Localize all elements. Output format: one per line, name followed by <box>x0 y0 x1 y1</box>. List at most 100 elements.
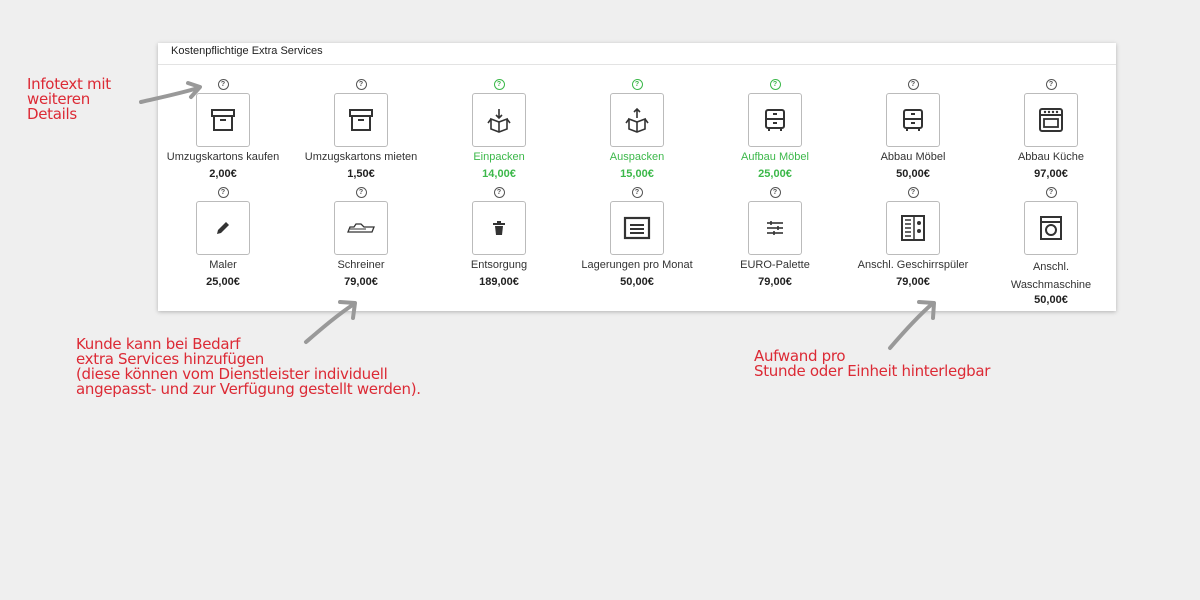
service-item: ? Abbau Küche 97,00€ <box>982 79 1120 180</box>
annotation-line: extra Services hinzufügen <box>76 350 264 368</box>
service-item: ? Schreiner 79,00€ <box>292 187 430 288</box>
arrow-icon <box>888 300 936 350</box>
service-name: Abbau Küche <box>1017 151 1085 163</box>
info-icon[interactable]: ? <box>1045 79 1057 90</box>
annotation-line: weiteren <box>27 90 90 108</box>
service-item: ? Lagerungen pro Monat 50,00€ <box>568 187 706 288</box>
service-toggle-button[interactable] <box>886 201 940 255</box>
service-name: Umzugskartons kaufen <box>166 151 280 163</box>
service-toggle-button[interactable] <box>748 93 802 147</box>
storage-icon <box>623 216 651 240</box>
service-price: 2,00€ <box>209 168 237 180</box>
service-name: Schreiner <box>337 259 385 271</box>
annotation-line: Kunde kann bei Bedarf <box>76 335 241 353</box>
annotation-line: Aufwand pro <box>754 347 846 365</box>
service-price: 14,00€ <box>482 168 516 180</box>
pack-in-icon <box>486 107 512 133</box>
service-toggle-button[interactable] <box>610 93 664 147</box>
pencil-icon <box>215 220 231 236</box>
box-icon <box>210 108 236 132</box>
service-toggle-button[interactable] <box>1024 201 1078 255</box>
service-price: 1,50€ <box>347 168 375 180</box>
pallet-icon <box>766 220 784 236</box>
service-item: ? Entsorgung 189,00€ <box>430 187 568 288</box>
info-icon[interactable]: ? <box>631 187 643 198</box>
service-toggle-button[interactable] <box>196 93 250 147</box>
service-item: ? Anschl. Waschmaschine 50,00€ <box>982 187 1120 306</box>
info-icon[interactable]: ? <box>769 79 781 90</box>
service-toggle-button[interactable] <box>748 201 802 255</box>
service-item: ? Anschl. Geschirrspüler 79,00€ <box>844 187 982 288</box>
service-name: Anschl. Waschmaschine <box>1010 261 1092 291</box>
service-toggle-button[interactable] <box>610 201 664 255</box>
service-item: ? EURO-Palette 79,00€ <box>706 187 844 288</box>
info-icon[interactable]: ? <box>907 79 919 90</box>
service-toggle-button[interactable] <box>1024 93 1078 147</box>
annotation-line: (diese können vom Dienstleister individu… <box>76 365 388 383</box>
service-name: EURO-Palette <box>740 259 810 271</box>
service-name: Aufbau Möbel <box>741 151 809 163</box>
service-item: ? Auspacken 15,00€ <box>568 79 706 180</box>
pack-out-icon <box>624 107 650 133</box>
service-item: ? Maler 25,00€ <box>154 187 292 288</box>
service-name: Einpacken <box>473 151 525 163</box>
service-toggle-button[interactable] <box>334 93 388 147</box>
service-name: Auspacken <box>609 151 665 163</box>
arrow-icon <box>304 300 357 344</box>
extra-services-panel: Kostenpflichtige Extra Services ? Umzugsk… <box>158 43 1116 311</box>
service-item: ? Aufbau Möbel 25,00€ <box>706 79 844 180</box>
annotation-kunde: Kunde kann bei Bedarf extra Services hin… <box>76 337 421 397</box>
service-toggle-button[interactable] <box>472 93 526 147</box>
service-item: ? Abbau Möbel 50,00€ <box>844 79 982 180</box>
service-price: 50,00€ <box>896 168 930 180</box>
service-price: 79,00€ <box>896 276 930 288</box>
info-icon[interactable]: ? <box>493 187 505 198</box>
arrow-icon <box>139 81 202 104</box>
info-icon[interactable]: ? <box>1045 187 1057 198</box>
service-toggle-button[interactable] <box>886 93 940 147</box>
info-icon[interactable]: ? <box>217 187 229 198</box>
plane-icon <box>346 221 376 235</box>
service-item: ? Einpacken 14,00€ <box>430 79 568 180</box>
service-price: 50,00€ <box>620 276 654 288</box>
service-price: 50,00€ <box>1034 294 1068 306</box>
service-price: 79,00€ <box>344 276 378 288</box>
trash-icon <box>492 220 506 236</box>
annotation-infotext: Infotext mit weiteren Details <box>27 77 111 122</box>
info-icon[interactable]: ? <box>355 187 367 198</box>
stove-icon <box>1038 107 1064 133</box>
cabinet-icon <box>764 108 786 132</box>
service-item: ? Umzugskartons mieten 1,50€ <box>292 79 430 180</box>
service-toggle-button[interactable] <box>472 201 526 255</box>
annotation-line: Details <box>27 105 77 123</box>
annotation-line: angepasst- und zur Verfügung gestellt we… <box>76 380 421 398</box>
cabinet-icon <box>902 108 924 132</box>
service-toggle-button[interactable] <box>196 201 250 255</box>
service-price: 25,00€ <box>206 276 240 288</box>
annotation-line: Stunde oder Einheit hinterlegbar <box>754 362 991 380</box>
washing-machine-icon <box>1039 215 1063 241</box>
service-price: 97,00€ <box>1034 168 1068 180</box>
service-toggle-button[interactable] <box>334 201 388 255</box>
info-icon[interactable]: ? <box>769 187 781 198</box>
service-name: Maler <box>209 259 237 271</box>
service-name: Lagerungen pro Monat <box>581 259 693 271</box>
info-icon[interactable]: ? <box>631 79 643 90</box>
box-icon <box>348 108 374 132</box>
service-price: 15,00€ <box>620 168 654 180</box>
annotation-line: Infotext mit <box>27 75 111 93</box>
service-name: Umzugskartons mieten <box>304 151 418 163</box>
service-name: Anschl. Geschirrspüler <box>857 259 969 271</box>
service-name: Abbau Möbel <box>880 151 946 163</box>
service-price: 25,00€ <box>758 168 792 180</box>
info-icon[interactable]: ? <box>355 79 367 90</box>
panel-title: Kostenpflichtige Extra Services <box>158 43 1116 65</box>
info-icon[interactable]: ? <box>907 187 919 198</box>
dishwasher-icon <box>900 214 926 242</box>
info-icon[interactable]: ? <box>217 79 229 90</box>
annotation-aufwand: Aufwand pro Stunde oder Einheit hinterle… <box>754 349 990 379</box>
info-icon[interactable]: ? <box>493 79 505 90</box>
service-price: 79,00€ <box>758 276 792 288</box>
service-name: Entsorgung <box>470 259 528 271</box>
service-price: 189,00€ <box>479 276 519 288</box>
